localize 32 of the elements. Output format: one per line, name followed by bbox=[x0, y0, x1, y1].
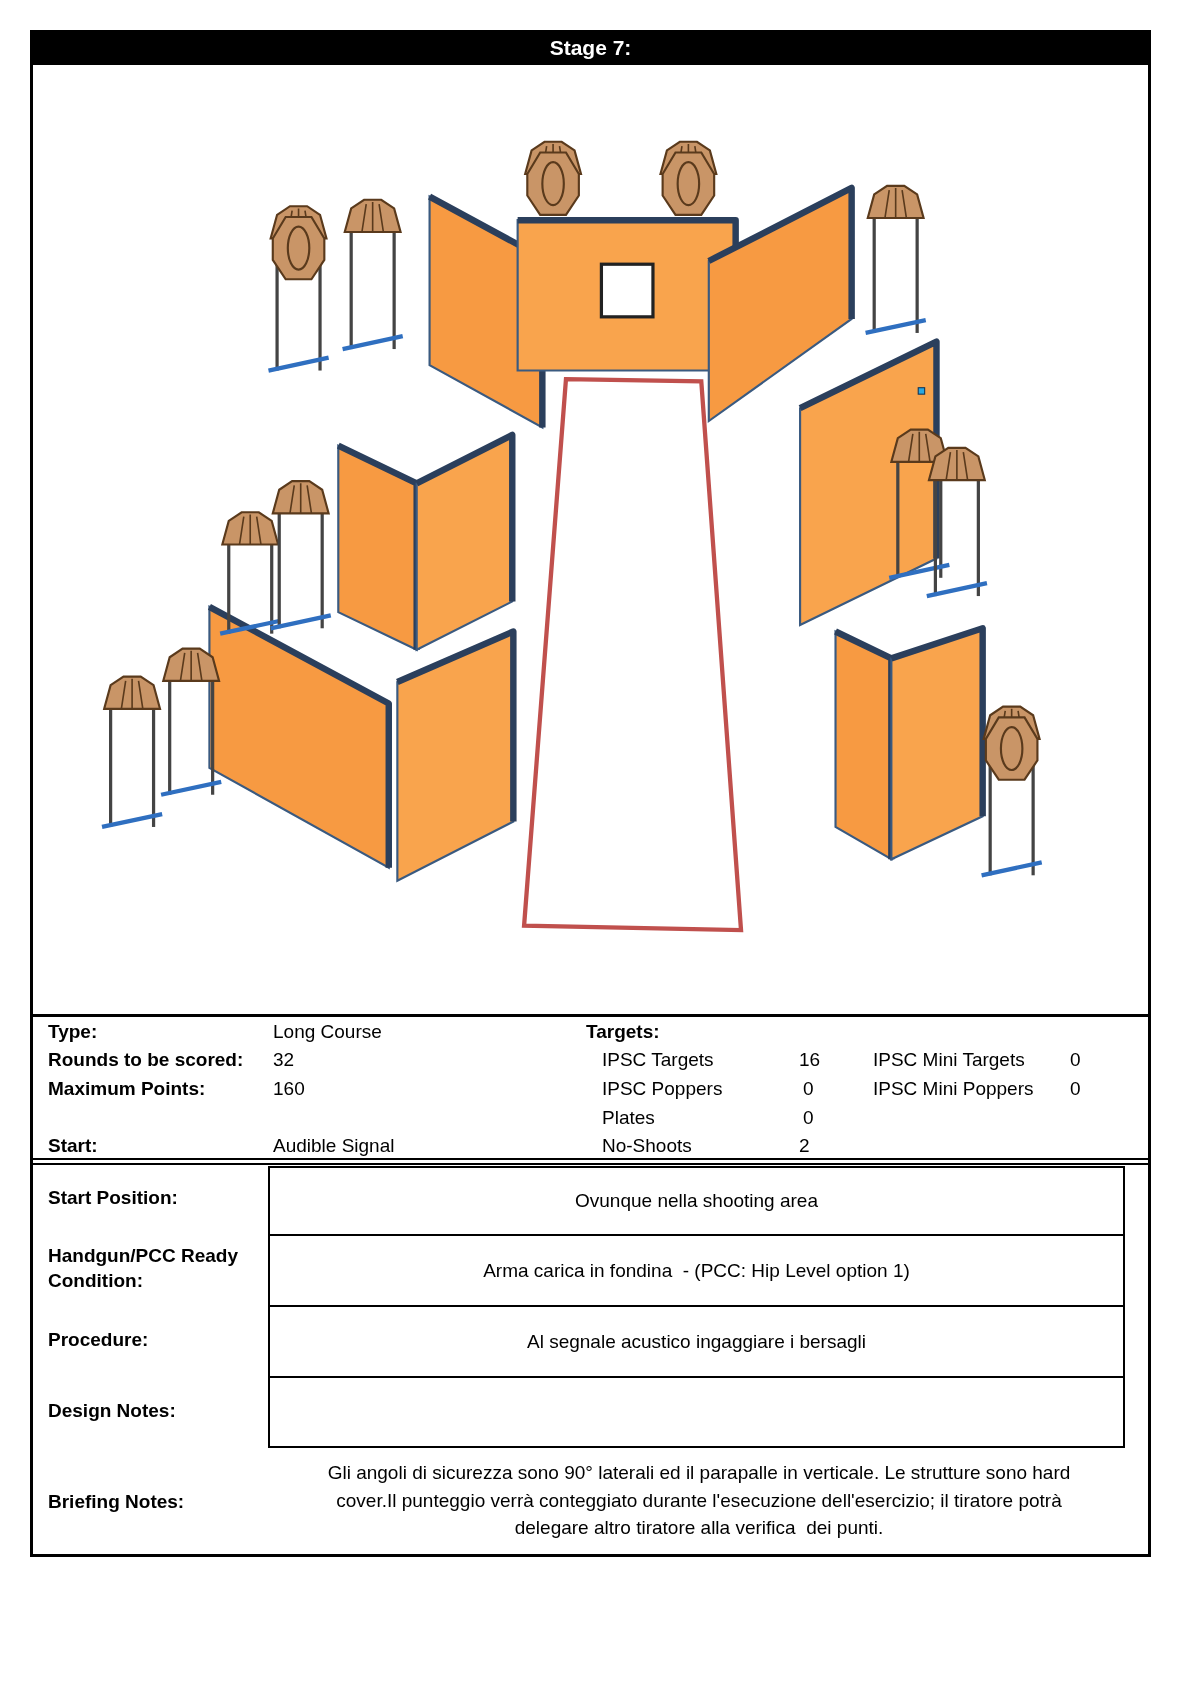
field-value: 0 bbox=[1070, 1076, 1081, 1101]
field-value: 16 bbox=[799, 1047, 821, 1072]
field-value: 2 bbox=[799, 1133, 810, 1158]
field-value: Plates bbox=[602, 1105, 655, 1130]
field-label: Type: bbox=[48, 1019, 98, 1044]
field-value: Audible Signal bbox=[273, 1133, 395, 1158]
field-label: Rounds to be scored: bbox=[48, 1047, 244, 1072]
field-label: Procedure: bbox=[48, 1327, 150, 1352]
field-label: Targets: bbox=[586, 1019, 660, 1044]
rule-value-cell: Al segnale acustico ingaggiare i bersagli bbox=[268, 1305, 1125, 1378]
field-value: 0 bbox=[803, 1105, 814, 1130]
field-label: Start Position: bbox=[48, 1185, 179, 1210]
field-value: 32 bbox=[273, 1047, 295, 1072]
field-value: 0 bbox=[803, 1076, 814, 1101]
field-value: Long Course bbox=[273, 1019, 382, 1044]
field-value: 0 bbox=[1070, 1047, 1081, 1072]
field-label: Start: bbox=[48, 1133, 98, 1158]
stage-title: Stage 7: bbox=[30, 30, 1151, 65]
field-value: IPSC Targets bbox=[602, 1047, 714, 1072]
rule-value-cell: Ovunque nella shooting area bbox=[268, 1166, 1125, 1236]
field-value: 160 bbox=[273, 1076, 305, 1101]
field-label: Design Notes: bbox=[48, 1398, 177, 1423]
field-label: Briefing Notes: bbox=[48, 1489, 186, 1514]
field-label: Maximum Points: bbox=[48, 1076, 206, 1101]
notes-box bbox=[268, 1376, 1125, 1448]
field-value: IPSC Mini Poppers bbox=[873, 1076, 1034, 1101]
field-label: Handgun/PCC Ready Condition: bbox=[48, 1244, 240, 1293]
briefing-text: Gli angoli di sicurezza sono 90° laterali ed il parapalle in verticale. Le strutture sono hard cover.Il punteggio verrà conteggiato durante l'esecuzione dell'esercizio; il tiratore potrà delegare altro tiratore alla verifica dei punti. bbox=[326, 1460, 1072, 1540]
rule-value-cell: Arma carica in fondina - (PCC: Hip Level option 1) bbox=[268, 1234, 1125, 1307]
field-value: No-Shoots bbox=[602, 1133, 692, 1158]
field-value: IPSC Poppers bbox=[602, 1076, 723, 1101]
field-value: IPSC Mini Targets bbox=[873, 1047, 1025, 1072]
